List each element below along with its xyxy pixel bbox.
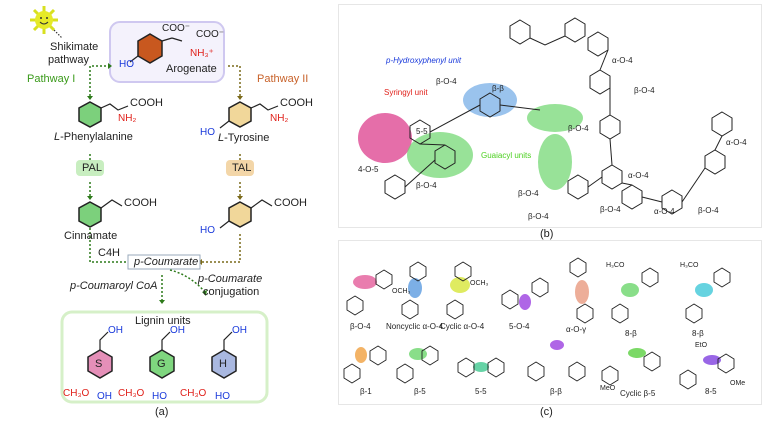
group-h3co: H₃CO — [680, 262, 699, 269]
tyrosine-label: L-Tyrosine — [218, 132, 270, 144]
phenylalanine-ring — [78, 101, 102, 128]
structure-label: β-β — [550, 387, 562, 396]
p-coumarate-label: p-Coumarate — [134, 256, 199, 268]
c4h-label: C4H — [98, 247, 121, 259]
p-coumaroyl-coa-label: p-Coumaroyl CoA — [70, 280, 158, 292]
tal-badge: TAL — [232, 162, 252, 174]
linkage-label: 4-O-5 — [358, 165, 379, 174]
panel-b-frame — [338, 4, 762, 228]
structure-label: 8-β — [625, 329, 637, 338]
arogenate-nh3: NH₃⁺ — [190, 48, 214, 59]
linkage-label: β-O-4 — [528, 212, 549, 221]
tyr-nh2: NH₂ — [270, 113, 289, 124]
structure-label: Noncyclic α-O-4 — [386, 322, 444, 331]
structure-label: 5-5 — [475, 387, 487, 396]
h-unit-letter: H — [219, 358, 227, 370]
structure-label: β-1 — [360, 387, 372, 396]
panel-a-graphics — [30, 6, 279, 404]
p-coumarate-box — [127, 254, 201, 270]
linkage-label: 5-5 — [416, 127, 428, 136]
conjugation-label-1: p-Coumarate — [198, 273, 263, 285]
shikimate-label-2: pathway — [48, 54, 89, 66]
g-unit-ring — [149, 349, 175, 379]
panel-c-caption: (c) — [540, 406, 553, 418]
s-unit-bottom: OH — [97, 391, 112, 402]
arogenate-ring — [137, 33, 163, 64]
panel-b-caption: (b) — [540, 228, 554, 240]
coumaric-cooh: COOH — [274, 197, 307, 209]
structure-label: 8-β — [692, 329, 704, 338]
arogenate-box — [109, 21, 225, 83]
phe-nh2: NH₂ — [118, 113, 137, 124]
s-unit-right: CH₃O — [118, 388, 145, 399]
arogenate-coo-2: COO⁻ — [196, 29, 225, 40]
group-h3co: H₃CO — [606, 262, 625, 269]
linkage-label: α-O-4 — [726, 138, 747, 147]
sun-icon — [30, 6, 58, 34]
pathway-1-label: Pathway I — [27, 73, 76, 85]
arogenate-label: Arogenate — [166, 63, 217, 75]
cinnamate-cooh: COOH — [124, 197, 157, 209]
group-eto: EtO — [695, 342, 708, 349]
guaiacyl-units-label: Guaiacyl units — [481, 151, 532, 160]
structure-label: 5-O-4 — [509, 322, 530, 331]
linkage-label: β-O-4 — [518, 189, 539, 198]
linkage-label: β-O-4 — [698, 206, 719, 215]
phe-cooh: COOH — [130, 97, 163, 109]
linkage-label: α-O-4 — [654, 207, 675, 216]
group-meo: MeO — [600, 385, 616, 392]
s-unit-left: CH₃O — [63, 388, 90, 399]
arogenate-ho: HO — [119, 59, 134, 70]
structure-label: Cyclic α-O-4 — [440, 322, 485, 331]
tal-badge-bg — [226, 160, 254, 176]
phenylalanine-label: L-Phenylalanine — [54, 131, 133, 143]
panel-a-caption: (a) — [155, 406, 169, 418]
linkage-label: β-O-4 — [436, 77, 457, 86]
lignin-units-title: Lignin units — [135, 315, 191, 327]
pal-badge: PAL — [82, 162, 102, 174]
tyrosine-ring — [228, 101, 252, 128]
g-unit-oh: OH — [170, 325, 185, 336]
group-ome: OMe — [730, 380, 746, 387]
h-unit-bottom: HO — [215, 391, 230, 402]
s-unit-oh: OH — [108, 325, 123, 336]
structure-label: Cyclic β-5 — [620, 389, 656, 398]
group-och3: OCH₃ — [392, 288, 411, 295]
g-unit-letter: G — [157, 358, 166, 370]
h-unit-ring — [211, 349, 237, 379]
g-unit-left: HO — [152, 391, 167, 402]
cinnamate-ring — [78, 201, 102, 228]
pal-badge-bg — [76, 160, 104, 176]
tyr-cooh: COOH — [280, 97, 313, 109]
structure-label: 8-5 — [705, 387, 717, 396]
structure-label: β-5 — [414, 387, 426, 396]
arogenate-coo-1: COO⁻ — [162, 23, 191, 34]
linkage-label: β-O-4 — [416, 181, 437, 190]
coumaric-ho: HO — [200, 225, 215, 236]
pathway-2-label: Pathway II — [257, 73, 309, 85]
structure-label: α-O-γ — [566, 325, 587, 334]
panel-c-frame — [338, 240, 762, 405]
s-unit-letter: S — [95, 358, 103, 370]
structure-label: β-O-4 — [350, 322, 371, 331]
group-och3: OCH₃ — [470, 280, 489, 287]
h-unit-oh: OH — [232, 325, 247, 336]
p-hydroxyphenyl-unit-label: p-Hydroxyphenyl unit — [386, 56, 462, 65]
syringyl-unit-label: Syringyl unit — [384, 88, 428, 97]
linkage-label: α-O-4 — [612, 56, 633, 65]
linkage-label: β-O-4 — [634, 86, 655, 95]
g-unit-right: CH₃O — [180, 388, 207, 399]
s-unit-ring — [87, 349, 113, 379]
linkage-label: β-O-4 — [600, 205, 621, 214]
conjugation-label-2: conjugation — [203, 286, 260, 298]
linkage-label: α-O-4 — [628, 171, 649, 180]
linkage-label: β-O-4 — [568, 124, 589, 133]
shikimate-label-1: Shikimate — [50, 41, 99, 53]
coumaric-ring — [228, 201, 252, 228]
tyr-ho: HO — [200, 127, 215, 138]
linkage-label: β-β — [492, 84, 504, 93]
cinnamate-label: Cinnamate — [64, 230, 118, 242]
